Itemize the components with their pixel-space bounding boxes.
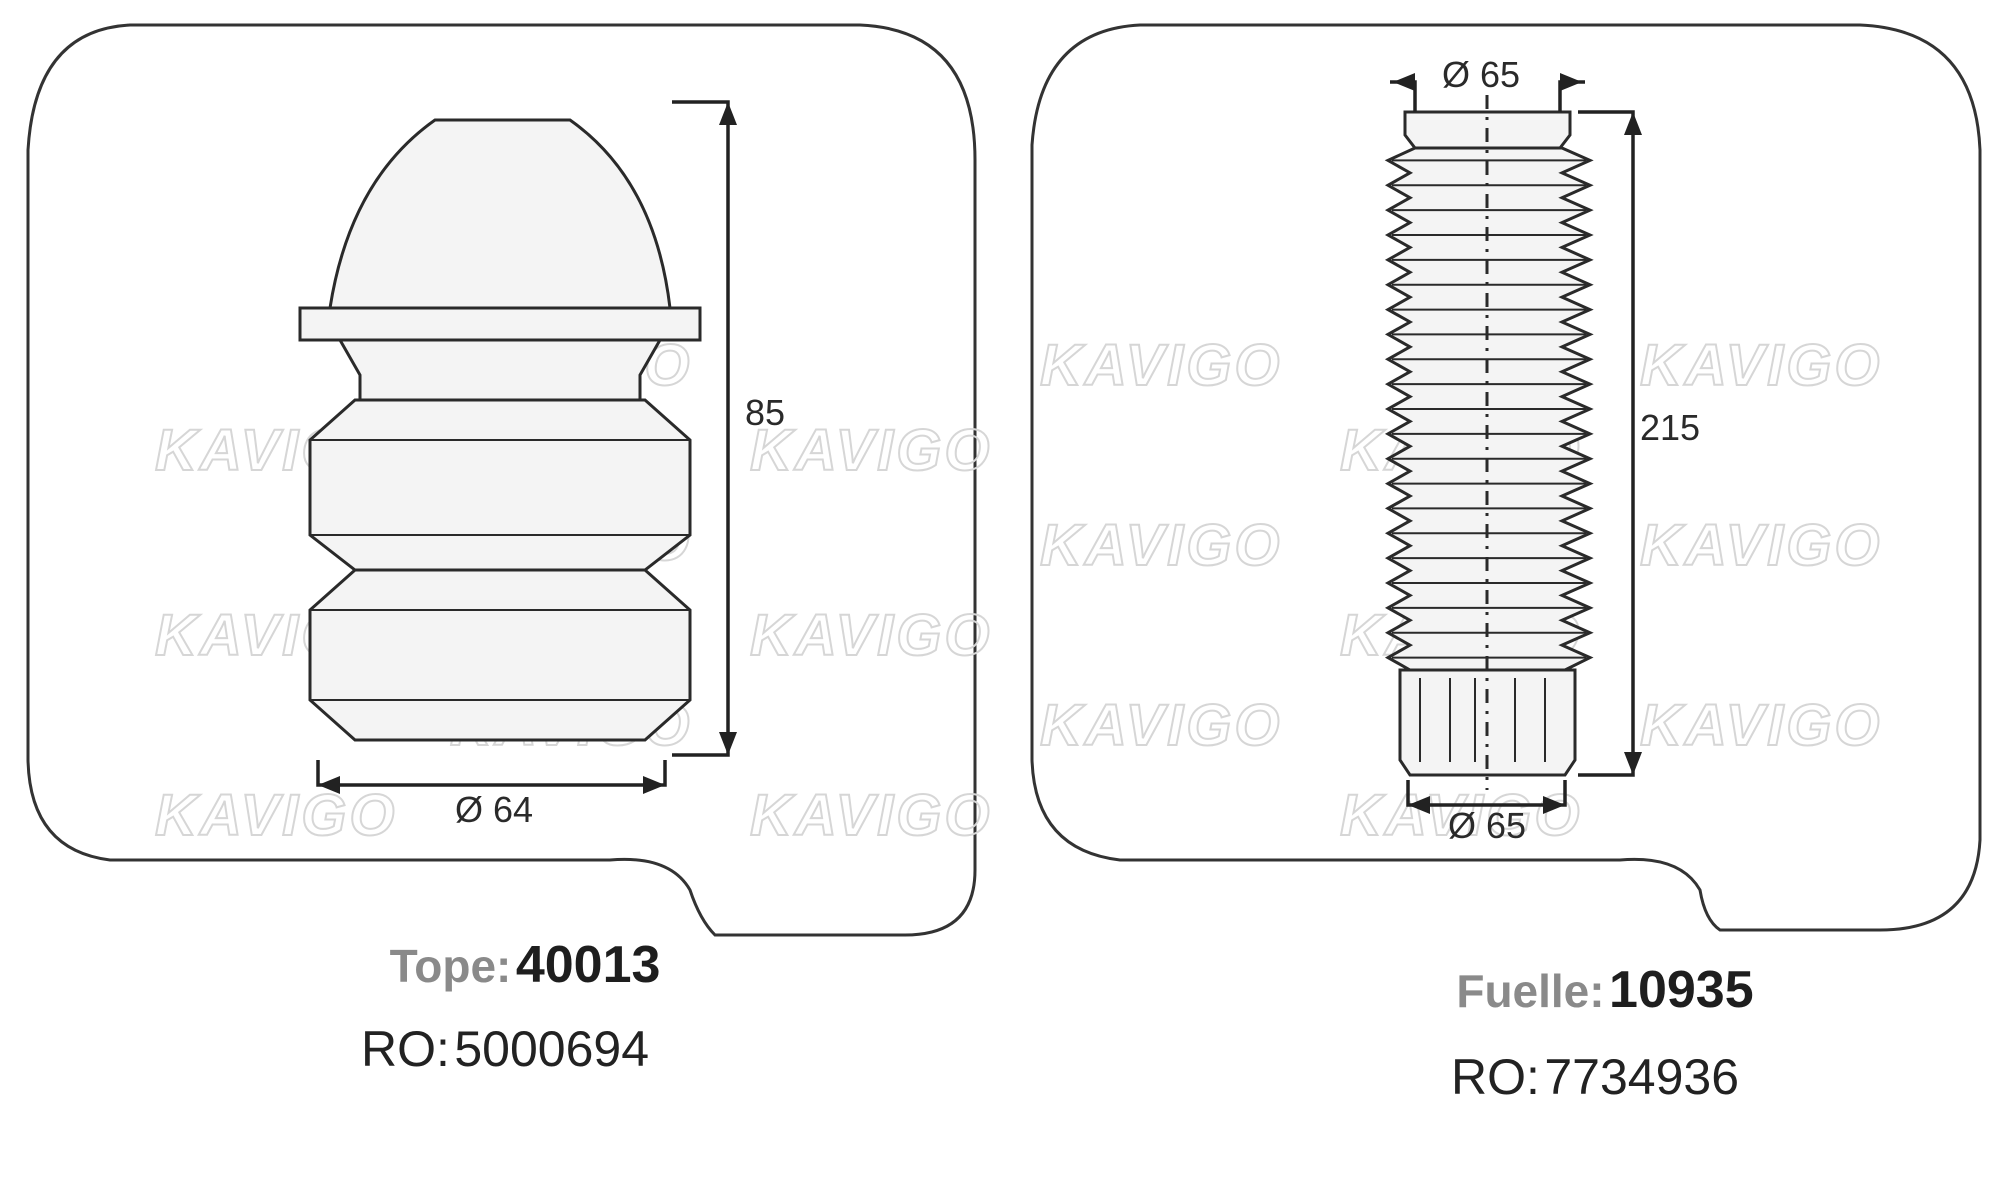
left-part-label: Tope: bbox=[389, 940, 512, 992]
bump-stop-drawing bbox=[298, 118, 702, 742]
right-ro-line: RO: 7734936 bbox=[1425, 1048, 1765, 1106]
watermark-text: KAVIGO bbox=[1640, 693, 1883, 758]
left-ro-label: RO: bbox=[360, 1021, 450, 1077]
right-panel-frame bbox=[1030, 23, 1982, 932]
bump-stop-upper-ring bbox=[308, 398, 692, 572]
right-ro-value: 7734936 bbox=[1544, 1049, 1739, 1105]
watermark-text: KAVIGO bbox=[1340, 783, 1583, 848]
bump-stop-dome bbox=[328, 118, 672, 310]
right-bottom-diameter-dimension: Ø 65 bbox=[1406, 780, 1567, 846]
bump-stop-flange bbox=[298, 306, 702, 342]
watermark-text: KAVIGO bbox=[750, 603, 993, 668]
left-caption: Tope: 40013 bbox=[375, 935, 675, 995]
right-top-diameter-dimension: Ø 65 bbox=[1390, 54, 1585, 112]
right-height-dimension: 215 bbox=[1578, 110, 1700, 777]
right-part-code: 10935 bbox=[1609, 961, 1754, 1019]
left-ro-value: 5000694 bbox=[454, 1021, 649, 1077]
bump-stop-neck bbox=[337, 338, 663, 402]
left-diameter-dimension: Ø 64 bbox=[316, 760, 667, 830]
watermark-text: KAVIGO bbox=[750, 418, 993, 483]
right-bottom-diameter-value: Ø 65 bbox=[1448, 805, 1526, 846]
left-diameter-value: Ø 64 bbox=[455, 789, 533, 830]
left-part-code: 40013 bbox=[515, 936, 661, 994]
bump-stop-lower-ring bbox=[308, 568, 692, 742]
right-caption: Fuelle: 10935 bbox=[1435, 960, 1775, 1020]
watermark-text: KAVIGO bbox=[155, 783, 398, 848]
right-part-label: Fuelle: bbox=[1456, 965, 1605, 1017]
watermark-text: KAVIGO bbox=[1040, 333, 1283, 398]
watermark-text: KAVIGO bbox=[1040, 513, 1283, 578]
watermark-text: KAVIGO bbox=[750, 783, 993, 848]
watermark-text: KAVIGO bbox=[1640, 513, 1883, 578]
watermark-text: KAVIGO bbox=[1040, 693, 1283, 758]
right-ro-label: RO: bbox=[1450, 1049, 1540, 1105]
watermark-text: KAVIGO bbox=[1640, 333, 1883, 398]
left-height-value: 85 bbox=[745, 392, 785, 433]
right-top-diameter-value: Ø 65 bbox=[1442, 54, 1520, 95]
right-height-value: 215 bbox=[1640, 407, 1700, 448]
left-ro-line: RO: 5000694 bbox=[335, 1020, 675, 1078]
left-height-dimension: 85 bbox=[672, 100, 785, 757]
bellows-drawing bbox=[1384, 95, 1594, 790]
left-panel-frame bbox=[26, 23, 977, 937]
